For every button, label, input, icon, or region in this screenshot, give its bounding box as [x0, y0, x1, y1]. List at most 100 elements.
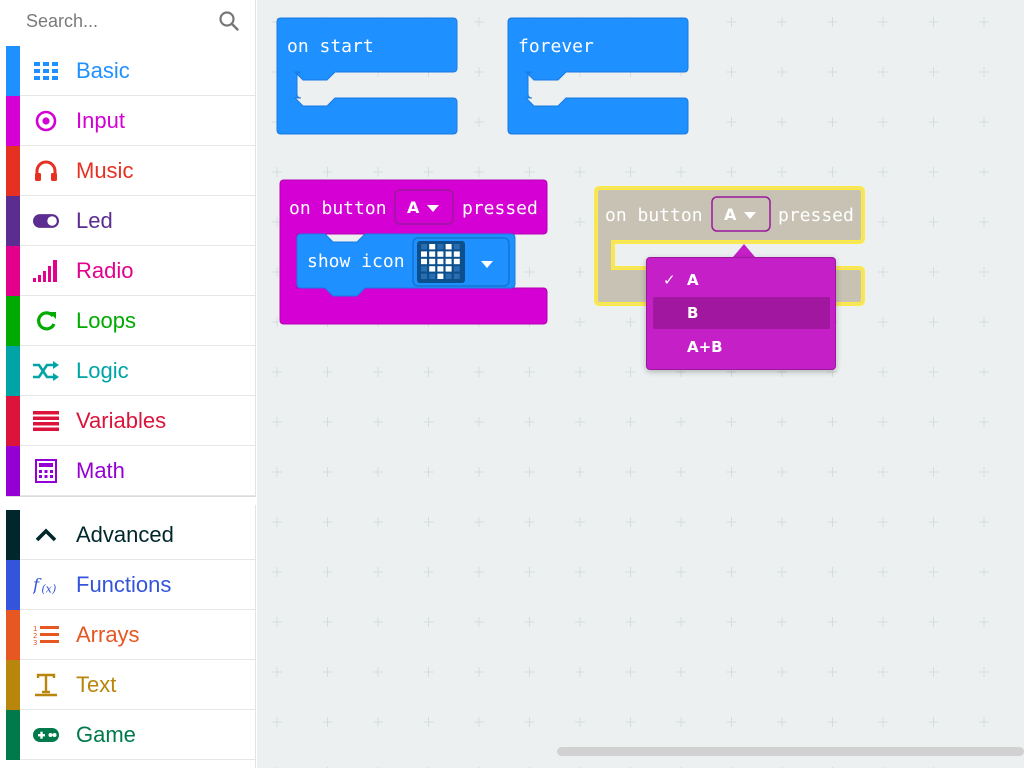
category-label: Math: [76, 458, 125, 483]
forever-block[interactable]: forever: [507, 17, 689, 135]
led-pixel: [421, 251, 427, 257]
category-math[interactable]: Math: [6, 446, 256, 496]
dropdown-item-a-b[interactable]: A+B: [653, 331, 830, 363]
led-pixel: [437, 244, 444, 250]
text-icon: [33, 672, 59, 698]
forever-label: forever: [518, 36, 594, 57]
chevron-up-icon: [33, 522, 59, 548]
category-label: Basic: [76, 58, 130, 83]
led-pixel: [445, 266, 452, 272]
led-pixel: [437, 258, 444, 265]
led-pixel: [453, 258, 460, 265]
headphones-icon: [33, 158, 59, 184]
led-pixel: [453, 266, 460, 272]
category-color-bar: [6, 446, 20, 496]
search-icon[interactable]: [218, 10, 240, 32]
dropdown-item-a[interactable]: ✓ A: [653, 264, 830, 296]
gamepad-icon: [33, 722, 59, 748]
category-logic[interactable]: Logic: [6, 346, 256, 396]
category-input[interactable]: Input: [6, 96, 256, 146]
category-loops[interactable]: Loops: [6, 296, 256, 346]
led-pixel: [421, 273, 427, 279]
category-color-bar: [6, 560, 20, 610]
category-color-bar: [6, 710, 20, 760]
led-pixel: [437, 266, 444, 272]
led-pixel: [453, 273, 460, 279]
workspace[interactable]: on start forever on button A pressed sho…: [257, 0, 1024, 768]
shuffle-icon: [33, 358, 59, 384]
target-icon: [33, 108, 59, 134]
category-music[interactable]: Music: [6, 146, 256, 196]
led-pixel: [453, 251, 460, 257]
on-button-label: on button: [289, 198, 387, 219]
category-color-bar: [6, 196, 20, 246]
category-functions[interactable]: f(x) Functions: [6, 560, 256, 610]
category-label: Functions: [76, 572, 172, 597]
search-input[interactable]: [8, 2, 248, 40]
on-start-label: on start: [287, 36, 374, 57]
svg-text:1: 1: [33, 625, 37, 633]
category-label: Text: [76, 672, 117, 697]
led-pixel: [437, 273, 444, 279]
lines-icon: [33, 408, 59, 434]
svg-text:(x): (x): [41, 582, 56, 595]
toolbox-divider: [6, 496, 256, 505]
heart-icon: [421, 244, 460, 279]
button-select-value: A: [407, 198, 420, 217]
caret-down-icon: [481, 261, 493, 268]
category-radio[interactable]: Radio: [6, 246, 256, 296]
led-pixel: [445, 273, 452, 279]
workspace-grid: on start forever on button A pressed sho…: [257, 0, 1024, 768]
check-icon: ✓: [663, 271, 676, 289]
button-select-value: A: [724, 205, 737, 224]
led-pixel: [421, 258, 427, 265]
category-variables[interactable]: Variables: [6, 396, 256, 446]
category-color-bar: [6, 296, 20, 346]
category-color-bar: [6, 246, 20, 296]
category-label: Input: [76, 108, 125, 133]
dropdown-item-b[interactable]: B: [653, 297, 830, 329]
category-arrays[interactable]: 1 2 3 Arrays: [6, 610, 256, 660]
category-label: Loops: [76, 308, 136, 333]
led-pixel: [445, 251, 452, 257]
category-basic[interactable]: Basic: [6, 46, 256, 96]
category-color-bar: [6, 96, 20, 146]
led-pixel: [429, 258, 436, 265]
category-text[interactable]: Text: [6, 660, 256, 710]
dropdown-item-label: A: [687, 271, 699, 289]
horizontal-scrollbar[interactable]: [557, 747, 1024, 756]
svg-text:3: 3: [33, 639, 37, 646]
svg-text:2: 2: [33, 632, 37, 640]
signal-bars-icon: [33, 258, 59, 284]
led-pixel: [437, 251, 444, 257]
category-game[interactable]: Game: [6, 710, 256, 760]
dropdown-item-label: A+B: [687, 338, 723, 356]
category-led[interactable]: Led: [6, 196, 256, 246]
category-advanced[interactable]: Advanced: [6, 510, 256, 560]
button-select-dropdown-open[interactable]: A: [711, 196, 771, 232]
caret-down-icon: [744, 212, 756, 219]
button-select-dropdown[interactable]: A: [394, 189, 454, 225]
svg-text:f: f: [33, 575, 42, 595]
led-pixel: [429, 266, 436, 272]
caret-down-icon: [427, 205, 439, 212]
category-color-bar: [6, 346, 20, 396]
on-button-label: on button: [605, 205, 703, 226]
icon-picker-dropdown[interactable]: [412, 237, 510, 287]
grid-icon: [33, 58, 59, 84]
on-start-block[interactable]: on start: [276, 17, 458, 135]
category-color-bar: [6, 610, 20, 660]
category-label: Radio: [76, 258, 134, 283]
refresh-icon: [33, 308, 59, 334]
button-dropdown-menu: ✓ A B A+B: [646, 257, 836, 370]
dropdown-arrow: [733, 244, 755, 257]
led-pixel: [421, 244, 427, 250]
show-icon-block[interactable]: show icon: [296, 233, 516, 297]
led-pixel: [445, 244, 452, 250]
category-label: Game: [76, 722, 136, 747]
led-pixel: [429, 244, 436, 250]
category-label: Variables: [76, 408, 167, 433]
on-button-pressed-block[interactable]: on button A pressed show icon: [279, 179, 548, 325]
category-color-bar: [6, 396, 20, 446]
pressed-label: pressed: [778, 205, 854, 226]
